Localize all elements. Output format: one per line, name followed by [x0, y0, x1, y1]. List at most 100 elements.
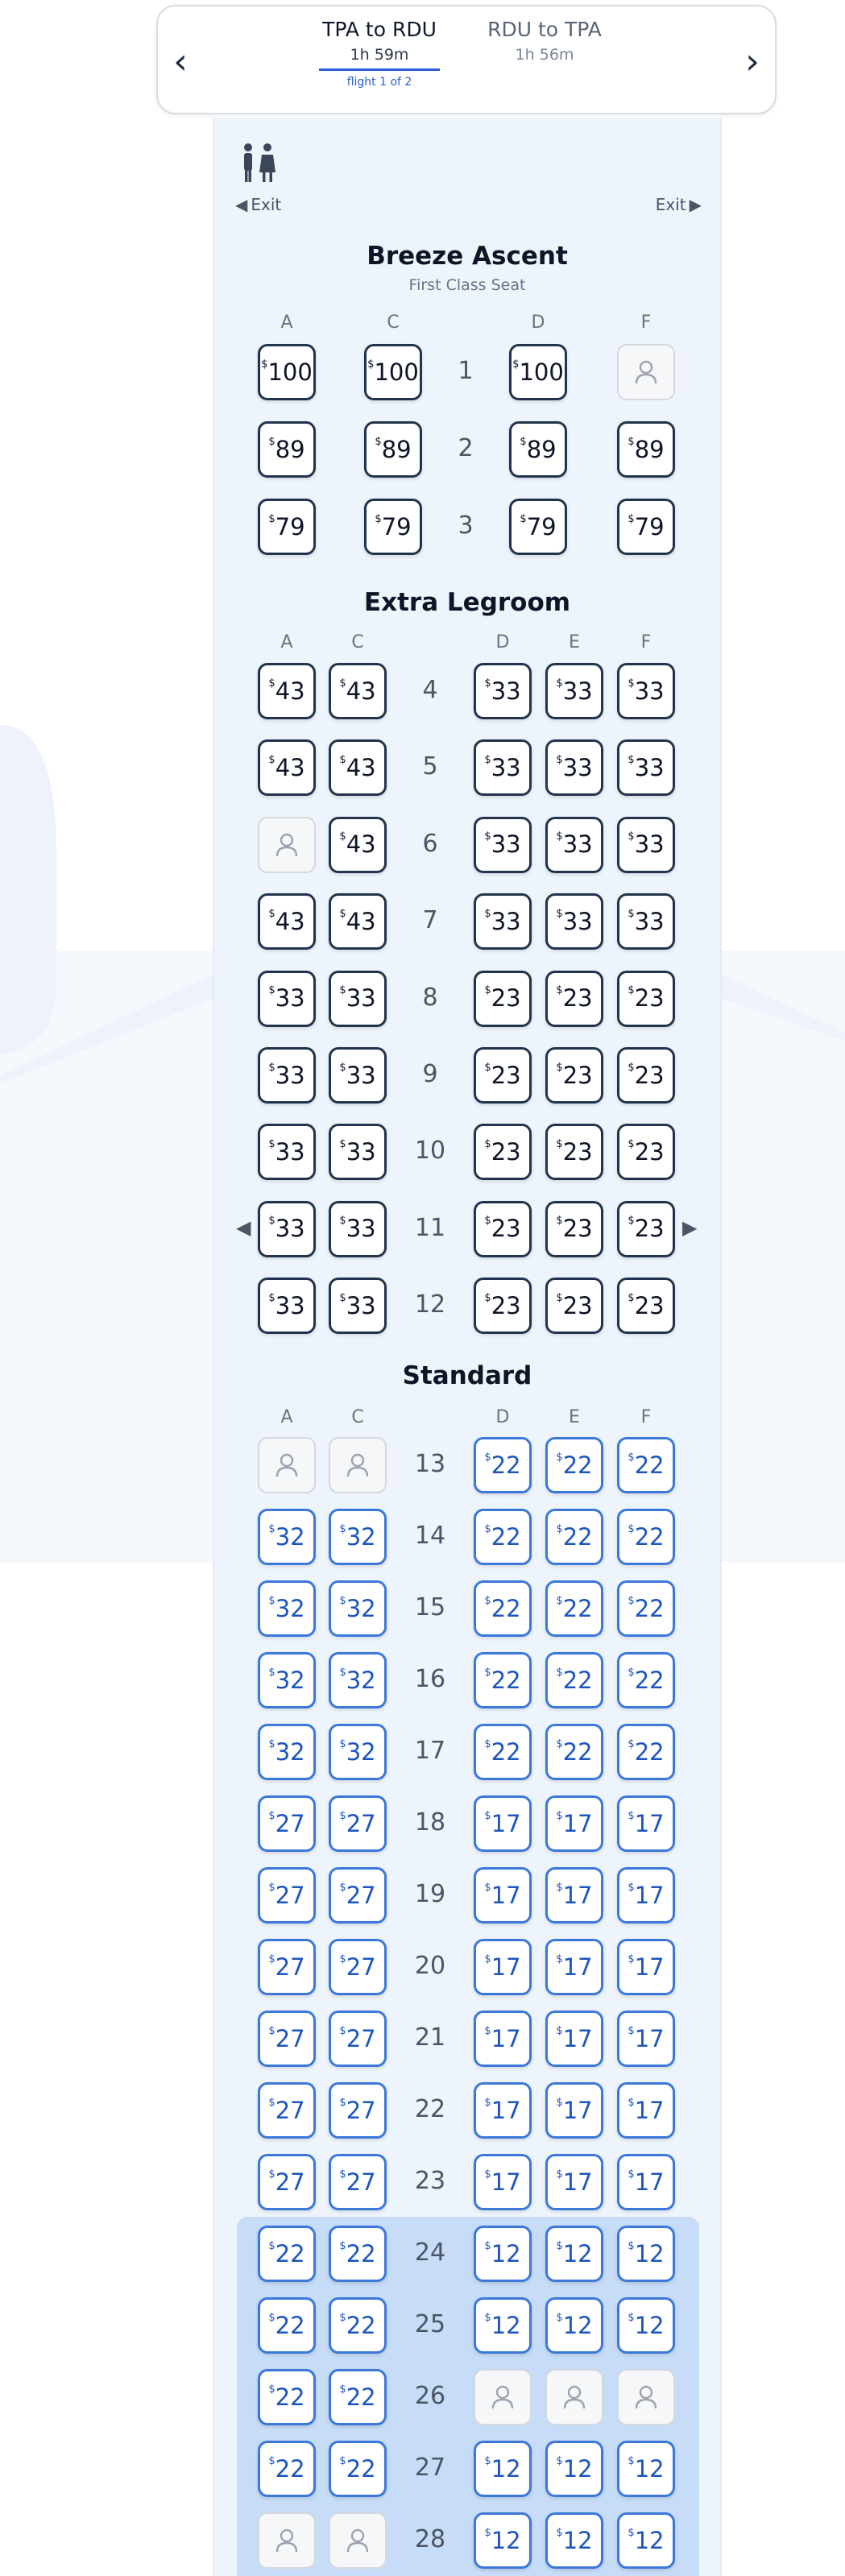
seat-28e[interactable]: $12: [545, 2512, 603, 2569]
seat-2f[interactable]: $89: [617, 421, 675, 478]
seat-27f[interactable]: $12: [617, 2441, 675, 2497]
seat-13f[interactable]: $22: [617, 1437, 675, 1493]
seat-15c[interactable]: $32: [329, 1580, 387, 1637]
seat-8c[interactable]: $33: [329, 970, 387, 1027]
seat-18f[interactable]: $17: [617, 1795, 675, 1852]
seat-7d[interactable]: $33: [474, 893, 532, 950]
seat-27e[interactable]: $12: [545, 2441, 603, 2497]
seat-12f[interactable]: $23: [617, 1278, 675, 1335]
seat-19c[interactable]: $27: [329, 1867, 387, 1924]
seat-23a[interactable]: $27: [258, 2154, 316, 2210]
seat-10a[interactable]: $33: [258, 1124, 316, 1181]
seat-14d[interactable]: $22: [474, 1509, 532, 1565]
seat-7e[interactable]: $33: [545, 893, 603, 950]
seat-11f[interactable]: $23: [617, 1200, 675, 1257]
seat-18e[interactable]: $17: [545, 1795, 603, 1852]
seat-17a[interactable]: $32: [258, 1724, 316, 1780]
seat-7c[interactable]: $43: [329, 893, 387, 950]
seat-15a[interactable]: $32: [258, 1580, 316, 1637]
seat-10e[interactable]: $23: [545, 1124, 603, 1181]
seat-23e[interactable]: $17: [545, 2154, 603, 2210]
seat-1d[interactable]: $100: [509, 344, 567, 400]
seat-21d[interactable]: $17: [474, 2011, 532, 2067]
seat-16d[interactable]: $22: [474, 1652, 532, 1708]
seat-8f[interactable]: $23: [617, 970, 675, 1027]
seat-4c[interactable]: $43: [329, 663, 387, 719]
seat-6d[interactable]: $33: [474, 816, 532, 873]
seat-12d[interactable]: $23: [474, 1278, 532, 1335]
seat-13e[interactable]: $22: [545, 1437, 603, 1493]
seat-12e[interactable]: $23: [545, 1278, 603, 1335]
seat-9f[interactable]: $23: [617, 1047, 675, 1104]
seat-13d[interactable]: $22: [474, 1437, 532, 1493]
seat-18a[interactable]: $27: [258, 1795, 316, 1852]
seat-24d[interactable]: $12: [474, 2226, 532, 2282]
seat-6f[interactable]: $33: [617, 816, 675, 873]
seat-2c[interactable]: $89: [364, 421, 422, 478]
seat-14c[interactable]: $32: [329, 1509, 387, 1565]
seat-18c[interactable]: $27: [329, 1795, 387, 1852]
seat-22c[interactable]: $27: [329, 2082, 387, 2139]
seat-22f[interactable]: $17: [617, 2082, 675, 2139]
seat-23d[interactable]: $17: [474, 2154, 532, 2210]
seat-15e[interactable]: $22: [545, 1580, 603, 1637]
seat-12c[interactable]: $33: [329, 1278, 387, 1335]
seat-4a[interactable]: $43: [258, 663, 316, 719]
tab-leg-return[interactable]: RDU to TPA 1h 56m: [484, 18, 605, 64]
seat-4e[interactable]: $33: [545, 663, 603, 719]
seat-8d[interactable]: $23: [474, 970, 532, 1027]
seat-19e[interactable]: $17: [545, 1867, 603, 1924]
seat-21e[interactable]: $17: [545, 2011, 603, 2067]
seat-16e[interactable]: $22: [545, 1652, 603, 1708]
seat-14e[interactable]: $22: [545, 1509, 603, 1565]
seat-14a[interactable]: $32: [258, 1509, 316, 1565]
seat-4f[interactable]: $33: [617, 663, 675, 719]
seat-15d[interactable]: $22: [474, 1580, 532, 1637]
seat-20f[interactable]: $17: [617, 1939, 675, 1995]
seat-26a[interactable]: $22: [258, 2369, 316, 2425]
seat-6e[interactable]: $33: [545, 816, 603, 873]
seat-26c[interactable]: $22: [329, 2369, 387, 2425]
seat-11c[interactable]: $33: [329, 1200, 387, 1257]
seat-17c[interactable]: $32: [329, 1724, 387, 1780]
seat-4d[interactable]: $33: [474, 663, 532, 719]
seat-25c[interactable]: $22: [329, 2297, 387, 2354]
seat-19d[interactable]: $17: [474, 1867, 532, 1924]
seat-9e[interactable]: $23: [545, 1047, 603, 1104]
seat-22d[interactable]: $17: [474, 2082, 532, 2139]
seat-3a[interactable]: $79: [258, 499, 316, 555]
seat-24a[interactable]: $22: [258, 2226, 316, 2282]
seat-20e[interactable]: $17: [545, 1939, 603, 1995]
seat-17d[interactable]: $22: [474, 1724, 532, 1780]
seat-16c[interactable]: $32: [329, 1652, 387, 1708]
seat-20c[interactable]: $27: [329, 1939, 387, 1995]
seat-5f[interactable]: $33: [617, 739, 675, 797]
seat-20a[interactable]: $27: [258, 1939, 316, 1995]
seat-21a[interactable]: $27: [258, 2011, 316, 2067]
seat-17e[interactable]: $22: [545, 1724, 603, 1780]
seat-2a[interactable]: $89: [258, 421, 316, 478]
seat-3c[interactable]: $79: [364, 499, 422, 555]
seat-7f[interactable]: $33: [617, 893, 675, 950]
seat-28f[interactable]: $12: [617, 2512, 675, 2569]
seat-3f[interactable]: $79: [617, 499, 675, 555]
seat-9c[interactable]: $33: [329, 1047, 387, 1104]
seat-27a[interactable]: $22: [258, 2441, 316, 2497]
seat-20d[interactable]: $17: [474, 1939, 532, 1995]
seat-6c[interactable]: $43: [329, 816, 387, 873]
seat-1a[interactable]: $100: [258, 344, 316, 400]
chevron-right-icon[interactable]: ›: [745, 40, 760, 82]
seat-17f[interactable]: $22: [617, 1724, 675, 1780]
seat-11e[interactable]: $23: [545, 1200, 603, 1257]
seat-10d[interactable]: $23: [474, 1124, 532, 1181]
seat-5a[interactable]: $43: [258, 739, 316, 797]
seat-21c[interactable]: $27: [329, 2011, 387, 2067]
seat-21f[interactable]: $17: [617, 2011, 675, 2067]
seat-5e[interactable]: $33: [545, 739, 603, 797]
seat-5c[interactable]: $43: [329, 739, 387, 797]
chevron-left-icon[interactable]: ‹: [173, 40, 188, 82]
seat-18d[interactable]: $17: [474, 1795, 532, 1852]
seat-8a[interactable]: $33: [258, 970, 316, 1027]
tab-leg-outbound[interactable]: TPA to RDU 1h 59m flight 1 of 2: [319, 18, 440, 89]
seat-14f[interactable]: $22: [617, 1509, 675, 1565]
